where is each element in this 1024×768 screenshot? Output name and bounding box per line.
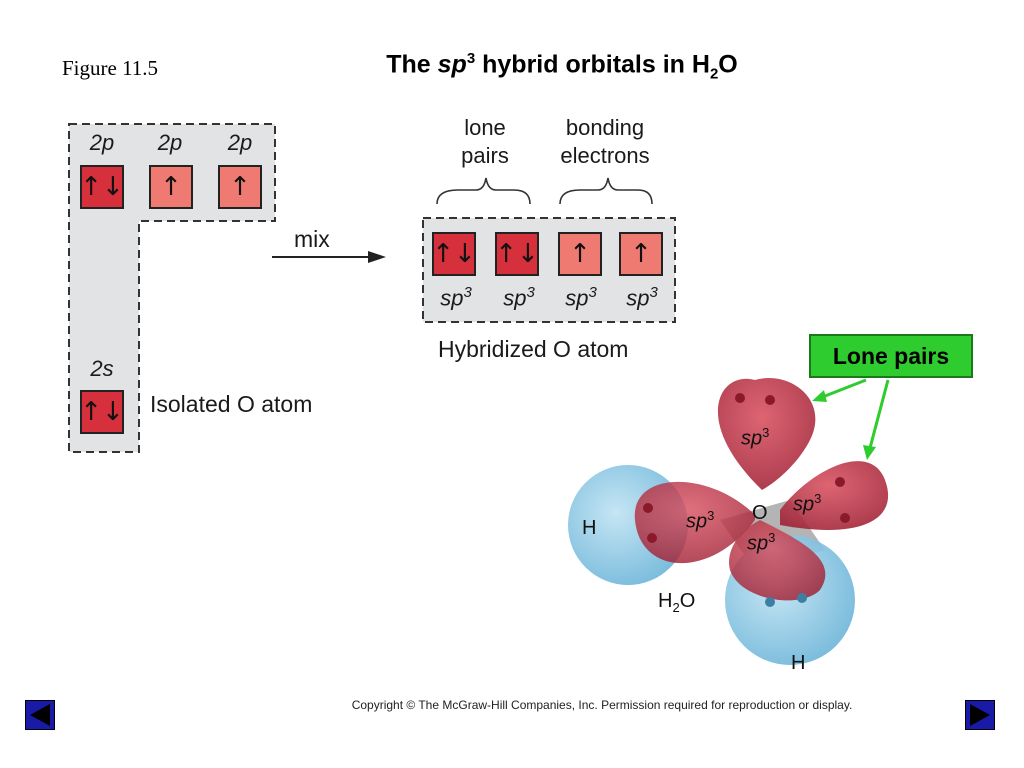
isolated-atom-caption: Isolated O atom — [150, 391, 313, 417]
orbital-box-2s-paired: ↑↓ — [80, 390, 124, 434]
lone-pairs-callout: Lone pairs — [809, 334, 973, 378]
orbital-label-2p-3: 2p — [227, 130, 253, 155]
mix-label: mix — [294, 226, 330, 252]
lone-pairs-group-label: lone pairs — [430, 114, 540, 170]
sp3-lobe-label-bottom: sp3 — [747, 530, 776, 555]
previous-slide-button[interactable] — [25, 700, 55, 730]
orbital-label-2p-2: 2p — [157, 130, 183, 155]
hydrogen-label-left: H — [582, 517, 597, 539]
nucleus-dot — [647, 533, 657, 543]
sp3-box-paired: ↑↓ — [495, 232, 539, 276]
sp3-box-single: ↑ — [619, 232, 663, 276]
sp3-lobe-left — [634, 481, 755, 564]
orbital-box-2p-single: ↑ — [218, 165, 262, 209]
group-label-line: pairs — [461, 143, 509, 168]
orbital-label-2s: 2s — [90, 356, 114, 381]
orbital-box-2p-single: ↑ — [149, 165, 193, 209]
sp3-lobe-label-right: sp3 — [793, 491, 822, 516]
oxygen-label: O — [752, 502, 768, 524]
callout-arrows — [812, 378, 890, 460]
nucleus-dot — [840, 513, 850, 523]
nucleus-dot — [835, 477, 845, 487]
water-molecule-illustration — [568, 378, 889, 665]
sp3-label: sp3 — [440, 284, 472, 311]
sp3-lobe-right — [780, 461, 889, 530]
brace-bonding — [559, 177, 653, 205]
sp3-label: sp3 — [565, 284, 597, 311]
nucleus-dot — [735, 393, 745, 403]
group-label-line: bonding — [565, 115, 645, 140]
arrow-left-icon — [30, 704, 50, 726]
nucleus-dot — [765, 597, 775, 607]
sp3-lobe-label-left: sp3 — [686, 508, 715, 533]
slide-title: The sp3 hybrid orbitals in H2O — [386, 50, 738, 83]
sp3-lobe-bottom — [729, 520, 826, 601]
bonding-electrons-group-label: bonding electrons — [540, 114, 670, 170]
nucleus-dot — [765, 395, 775, 405]
sp3-box-single: ↑ — [558, 232, 602, 276]
nucleus-dot — [797, 593, 807, 603]
sp3-lobe-top — [717, 378, 816, 490]
water-formula-label: H2O — [658, 590, 696, 615]
copyright-notice: Copyright © The McGraw-Hill Companies, I… — [351, 698, 853, 712]
sp3-lobe-label-top: sp3 — [741, 425, 770, 450]
sp3-box-paired: ↑↓ — [432, 232, 476, 276]
mix-arrow-head — [368, 251, 386, 263]
group-label-line: electrons — [560, 143, 650, 168]
sp3-label: sp3 — [626, 284, 658, 311]
sp3-label: sp3 — [503, 284, 535, 311]
orbital-box-2p-paired: ↑↓ — [80, 165, 124, 209]
hybridized-atom-caption: Hybridized O atom — [438, 336, 629, 362]
hydrogen-label-bottom: H — [791, 652, 806, 674]
next-slide-button[interactable] — [965, 700, 995, 730]
arrow-right-icon — [970, 704, 990, 726]
nucleus-dot — [643, 503, 653, 513]
orbital-label-2p-1: 2p — [89, 130, 115, 155]
group-label-line: lone — [464, 115, 506, 140]
figure-label: Figure 11.5 — [62, 56, 159, 80]
brace-lone-pairs — [436, 177, 531, 205]
